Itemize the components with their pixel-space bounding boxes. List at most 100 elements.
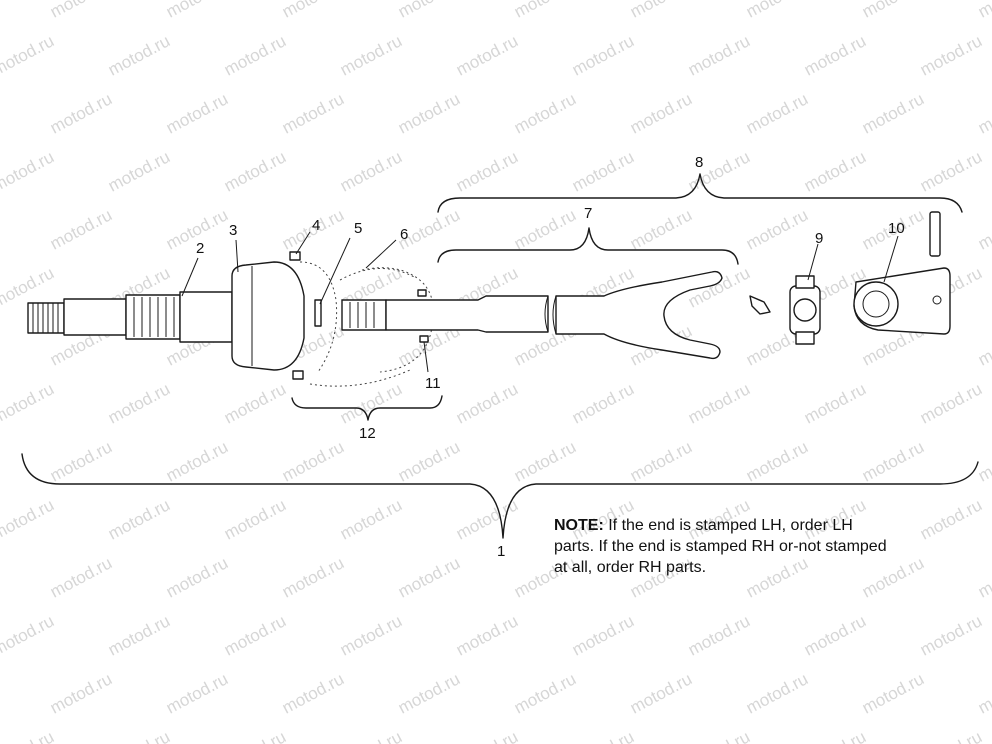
- watermark-text: motod.ru: [337, 611, 405, 659]
- watermark-text: motod.ru: [0, 379, 57, 427]
- watermark-text: motod.ru: [47, 437, 115, 485]
- watermark-text: motod.ru: [859, 669, 927, 717]
- watermark-text: motod.ru: [163, 0, 231, 22]
- watermark-text: motod.ru: [453, 147, 521, 195]
- watermark-text: motod.ru: [0, 611, 57, 659]
- watermark-text: motod.ru: [743, 669, 811, 717]
- watermark-text: motod.ru: [511, 669, 579, 717]
- watermark-text: motod.ru: [859, 89, 927, 137]
- watermark-text: motod.ru: [163, 553, 231, 601]
- watermark-text: motod.ru: [395, 669, 463, 717]
- watermark-text: motod.ru: [279, 437, 347, 485]
- watermark-text: motod.ru: [801, 379, 869, 427]
- watermark-text: motod.ru: [279, 0, 347, 22]
- watermark-text: motod.ru: [221, 147, 289, 195]
- watermark-text: motod.ru: [279, 669, 347, 717]
- watermark-text: motod.ru: [975, 321, 992, 369]
- brace-7: [437, 227, 739, 265]
- watermark-text: motod.ru: [47, 205, 115, 253]
- watermark-text: motod.ru: [47, 89, 115, 137]
- watermark-text: motod.ru: [395, 89, 463, 137]
- watermark-text: motod.ru: [569, 147, 637, 195]
- watermark-text: motod.ru: [105, 611, 173, 659]
- watermark-text: motod.ru: [917, 727, 985, 744]
- watermark-text: motod.ru: [627, 0, 695, 22]
- watermark-text: motod.ru: [685, 379, 753, 427]
- watermark-text: motod.ru: [975, 205, 992, 253]
- watermark-text: motod.ru: [511, 89, 579, 137]
- watermark-text: motod.ru: [453, 727, 521, 744]
- watermark-text: motod.ru: [801, 611, 869, 659]
- watermark-text: motod.ru: [395, 0, 463, 22]
- watermark-text: motod.ru: [163, 437, 231, 485]
- watermark-text: motod.ru: [221, 495, 289, 543]
- watermark-text: motod.ru: [975, 0, 992, 22]
- callout-7: 7: [584, 205, 593, 222]
- leader-10: [883, 235, 899, 283]
- watermark-text: motod.ru: [685, 31, 753, 79]
- watermark-text: motod.ru: [569, 611, 637, 659]
- yoke-part-10: [853, 211, 951, 335]
- watermark-text: motod.ru: [105, 31, 173, 79]
- watermark-text: motod.ru: [975, 437, 992, 485]
- watermark-text: motod.ru: [337, 727, 405, 744]
- inner-race-part-6: [341, 267, 435, 373]
- watermark-text: motod.ru: [0, 727, 57, 744]
- cv-housing-part-3: [231, 261, 305, 371]
- leader-11: [423, 341, 429, 373]
- watermark-text: motod.ru: [801, 147, 869, 195]
- watermark-text: motod.ru: [627, 669, 695, 717]
- watermark-text: motod.ru: [917, 611, 985, 659]
- drive-shaft-part-7: [385, 270, 723, 360]
- callout-8: 8: [695, 154, 704, 171]
- watermark-text: motod.ru: [511, 205, 579, 253]
- watermark-text: motod.ru: [105, 495, 173, 543]
- watermark-text: motod.ru: [569, 727, 637, 744]
- watermark-text: motod.ru: [743, 205, 811, 253]
- u-joint-cross-part-9: [749, 275, 821, 345]
- watermark-text: motod.ru: [47, 0, 115, 22]
- watermark-text: motod.ru: [221, 31, 289, 79]
- watermark-text: motod.ru: [859, 437, 927, 485]
- callout-4: 4: [312, 217, 321, 234]
- callout-11: 11: [425, 375, 441, 392]
- watermark-text: motod.ru: [221, 611, 289, 659]
- watermark-text: motod.ru: [975, 669, 992, 717]
- watermark-text: motod.ru: [627, 89, 695, 137]
- watermark-text: motod.ru: [801, 31, 869, 79]
- watermark-text: motod.ru: [685, 611, 753, 659]
- note-text: If the end is stamped LH, order LH parts…: [554, 517, 887, 576]
- brace-12: [291, 395, 443, 421]
- watermark-text: motod.ru: [337, 31, 405, 79]
- brace-1: [21, 453, 979, 539]
- watermark-text: motod.ru: [0, 495, 57, 543]
- callout-12: 12: [359, 425, 376, 442]
- watermark-text: motod.ru: [395, 553, 463, 601]
- watermark-text: motod.ru: [453, 379, 521, 427]
- stub-axle-part-2: [27, 291, 233, 343]
- leader-5: [319, 237, 351, 305]
- cv-bearing-part-4: [289, 251, 417, 387]
- watermark-text: motod.ru: [221, 379, 289, 427]
- watermark-text: motod.ru: [105, 727, 173, 744]
- watermark-text: motod.ru: [801, 727, 869, 744]
- watermark-text: motod.ru: [511, 437, 579, 485]
- watermark-text: motod.ru: [743, 89, 811, 137]
- watermark-text: motod.ru: [627, 205, 695, 253]
- watermark-text: motod.ru: [395, 437, 463, 485]
- leader-6: [365, 239, 397, 269]
- callout-1: 1: [497, 543, 506, 560]
- watermark-text: motod.ru: [975, 89, 992, 137]
- watermark-text: motod.ru: [917, 147, 985, 195]
- watermark-text: motod.ru: [743, 0, 811, 22]
- watermark-text: motod.ru: [627, 437, 695, 485]
- watermark-text: motod.ru: [163, 669, 231, 717]
- parts-note: NOTE: If the end is stamped LH, order LH…: [554, 515, 894, 578]
- callout-9: 9: [815, 230, 824, 247]
- watermark-text: motod.ru: [47, 553, 115, 601]
- callout-10: 10: [888, 220, 905, 237]
- watermark-text: motod.ru: [337, 495, 405, 543]
